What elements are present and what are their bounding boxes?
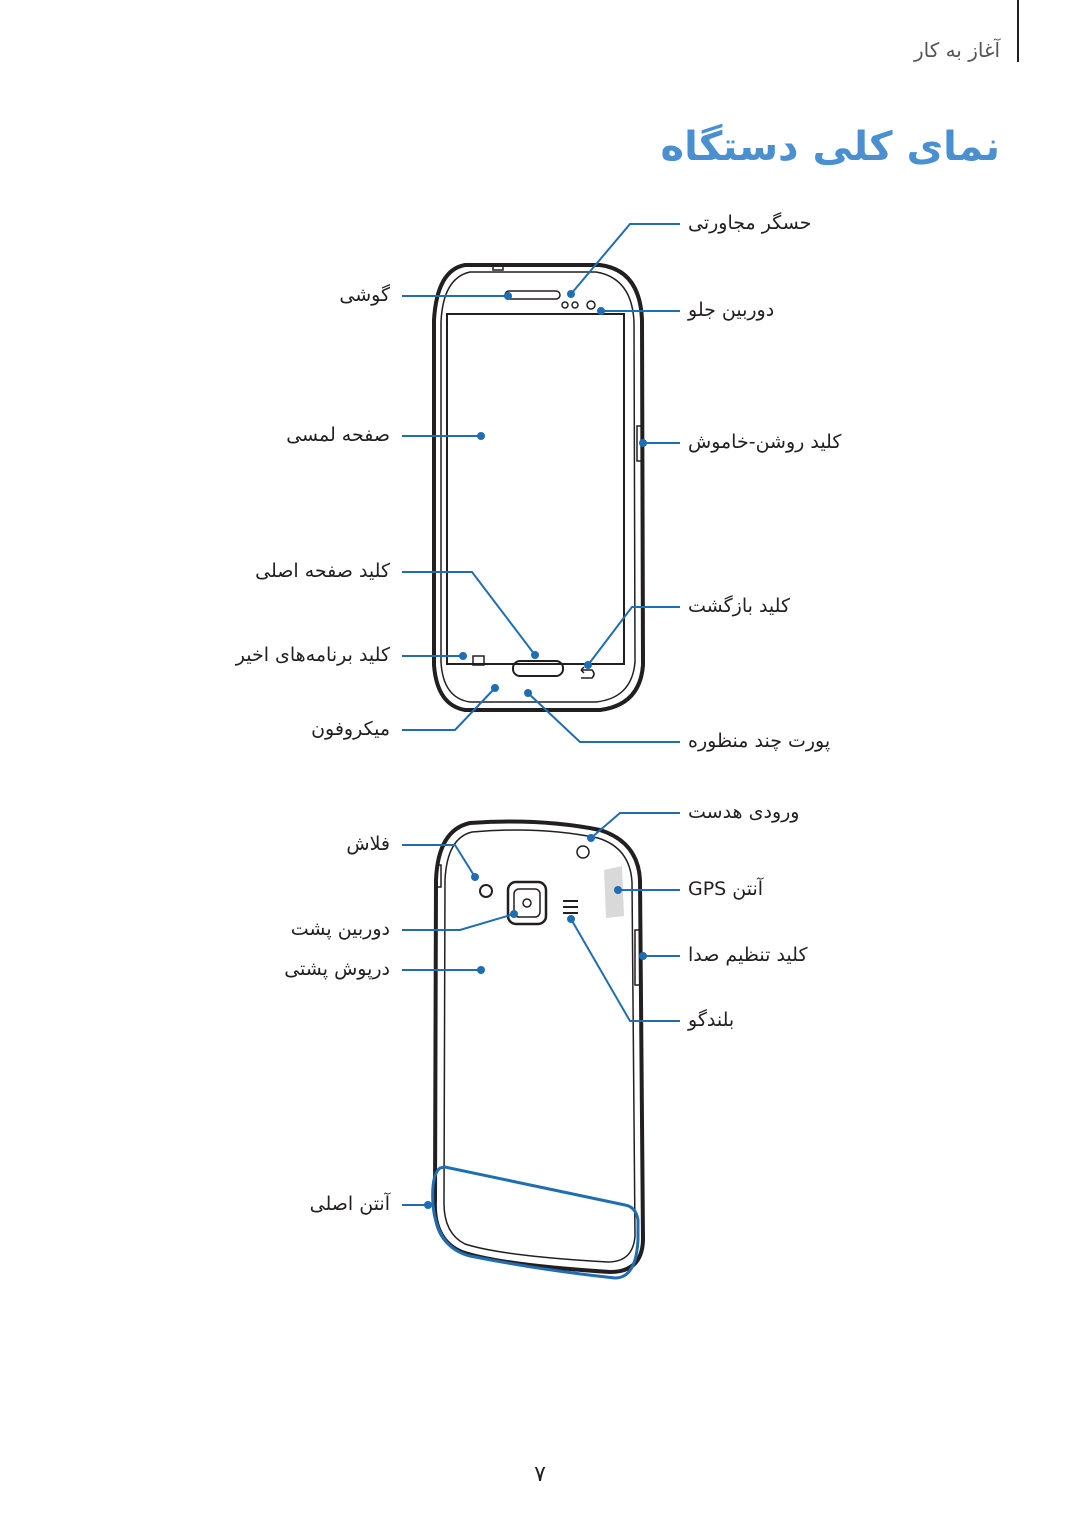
label-headset-jack: ورودی هدست — [688, 801, 800, 823]
power-key-back — [436, 864, 442, 888]
label-rear-camera: دوربین پشت — [290, 918, 390, 940]
label-back-cover: درپوش پشتی — [284, 958, 390, 980]
label-earpiece: گوشی — [339, 284, 390, 306]
flash-ring — [479, 884, 493, 898]
page-number: ۷ — [534, 1462, 546, 1487]
front-phone — [432, 263, 646, 712]
earpiece-slot — [504, 290, 561, 300]
front-camera-lens — [586, 300, 596, 310]
section-label: آغاز به کار — [913, 38, 1000, 62]
top-slot — [492, 265, 504, 271]
label-front-camera: دوربین جلو — [688, 299, 775, 321]
sensor-dot-1 — [561, 301, 569, 309]
camera-lens — [522, 898, 532, 908]
label-gps-antenna: آنتن GPS — [688, 878, 764, 900]
headset-jack-hole — [576, 845, 590, 859]
label-proximity-sensor: حسگر مجاورتی — [688, 212, 812, 234]
label-recent-apps-key: کلید برنامه‌های اخیر — [235, 644, 390, 666]
label-multipurpose-jack: پورت چند منظوره — [688, 730, 831, 752]
volume-key-back — [634, 929, 641, 986]
gps-area — [604, 866, 624, 918]
speaker-grille — [563, 900, 578, 914]
main-antenna-highlight — [431, 1165, 640, 1280]
label-volume-key-front: کلید روشن-خاموش — [688, 431, 842, 453]
camera-frame — [506, 880, 548, 926]
front-screen — [446, 313, 625, 665]
camera-inner — [513, 888, 541, 918]
recent-apps-icon — [472, 655, 485, 666]
back-arrow-icon — [580, 666, 595, 679]
label-speaker: بلندگو — [688, 1009, 735, 1031]
label-volume-key-back: کلید تنظیم صدا — [688, 944, 808, 966]
callout-lines — [402, 223, 680, 1206]
label-home-key: کلید صفحه اصلی — [255, 560, 390, 582]
label-back-key: کلید بازگشت — [688, 595, 790, 617]
label-microphone: میکروفون — [311, 718, 390, 740]
header-rule — [1017, 0, 1019, 62]
label-touch-screen: صفحه لمسی — [286, 424, 390, 446]
label-main-antenna: آنتن اصلی — [309, 1193, 390, 1215]
sensor-dot-2 — [571, 301, 579, 309]
page-title: نمای کلی دستگاه — [660, 124, 1000, 170]
home-key-shape — [512, 660, 564, 677]
label-flash: فلاش — [346, 833, 390, 855]
back-phone — [432, 819, 646, 1275]
callout-dots — [424, 290, 647, 1209]
